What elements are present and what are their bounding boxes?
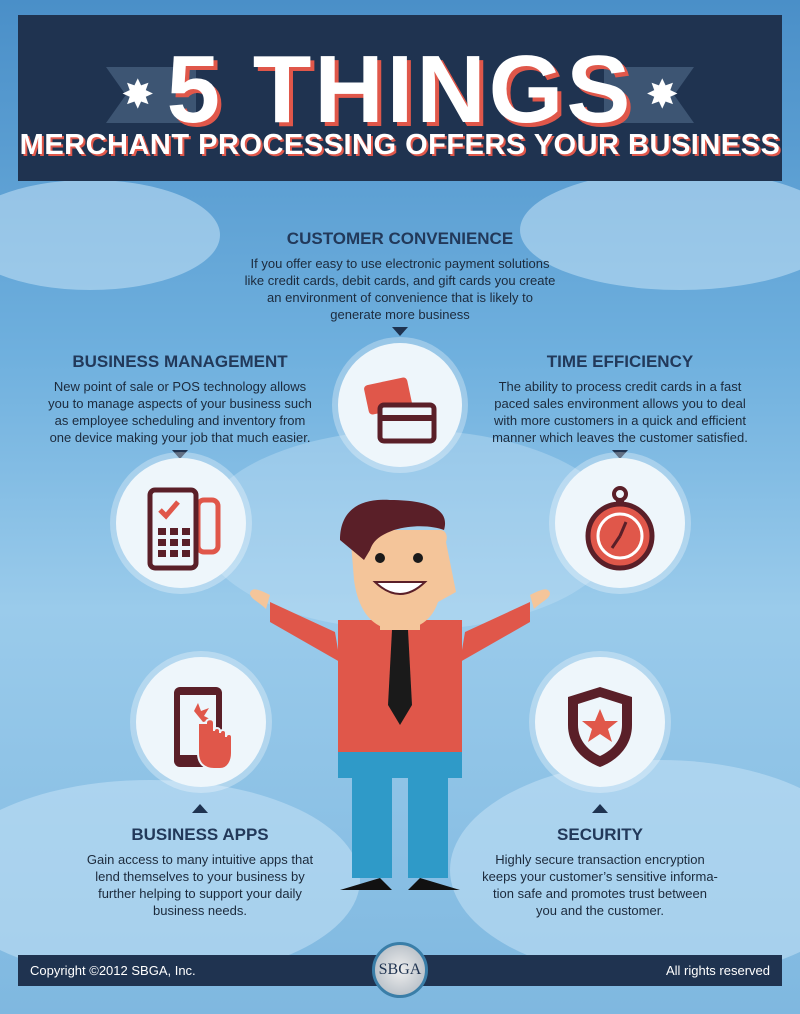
section-text: you to manage aspects of your business s… <box>48 396 312 411</box>
section-text: with more customers in a quick and effic… <box>494 413 746 428</box>
arrow-up-icon <box>592 804 608 813</box>
credit-card-icon <box>338 343 462 467</box>
arrow-down-icon <box>612 450 628 459</box>
section-text: tion safe and promotes trust between <box>493 886 707 901</box>
section-text: keeps your customer’s sensitive informa- <box>482 869 718 884</box>
section-text: an environment of convenience that is li… <box>267 290 533 305</box>
page-title: 5 THINGS <box>166 36 634 143</box>
page-subtitle: MERCHANT PROCESSING OFFERS YOUR BUSINESS <box>19 129 781 161</box>
section-text: New point of sale or POS technology allo… <box>53 379 307 394</box>
sbga-seal-logo: SBGA <box>372 942 428 998</box>
section-business-apps: BUSINESS APPS Gain access to many intuit… <box>40 825 360 919</box>
section-heading: SECURITY <box>557 825 643 844</box>
section-heading: CUSTOMER CONVENIENCE <box>286 229 514 248</box>
pos-terminal-icon <box>116 458 246 588</box>
section-customer-convenience: CUSTOMER CONVENIENCE If you offer easy t… <box>200 229 600 323</box>
section-text: The ability to process credit cards in a… <box>498 379 742 394</box>
section-text: one device making your job that much eas… <box>49 430 311 445</box>
section-text: lend themselves to your business by <box>95 869 305 884</box>
arrow-down-icon <box>392 327 408 336</box>
section-time-efficiency: TIME EFFICIENCY The ability to process c… <box>460 352 780 446</box>
section-text: Gain access to many intuitive apps that <box>86 852 314 867</box>
section-business-management: BUSINESS MANAGEMENT New point of sale or… <box>20 352 340 446</box>
section-text: as employee scheduling and inventory fro… <box>54 413 306 428</box>
star-icon: ✸ <box>645 73 679 117</box>
stopwatch-icon <box>555 458 685 588</box>
section-heading: TIME EFFICIENCY <box>546 352 694 371</box>
section-text: paced sales environment allows you to de… <box>494 396 746 411</box>
section-heading: BUSINESS MANAGEMENT <box>72 352 288 371</box>
copyright-text: Copyright ©2012 SBGA, Inc. <box>30 963 196 978</box>
section-text: business needs. <box>153 903 247 918</box>
arrow-down-icon <box>172 450 188 459</box>
section-security: SECURITY Highly secure transaction encry… <box>440 825 760 919</box>
section-text: manner which leaves the customer satisfi… <box>492 430 748 445</box>
shield-star-icon <box>535 657 665 787</box>
arrow-up-icon <box>192 804 208 813</box>
rights-text: All rights reserved <box>665 963 770 978</box>
star-icon: ✸ <box>121 73 155 117</box>
section-text: If you offer easy to use electronic paym… <box>250 256 550 271</box>
section-text: generate more business <box>330 307 470 322</box>
seal-text: SBGA <box>378 961 422 978</box>
businessman-illustration <box>250 499 550 890</box>
section-text: like credit cards, debit cards, and gift… <box>244 273 556 288</box>
section-text: further helping to support your daily <box>98 886 302 901</box>
section-heading: BUSINESS APPS <box>131 825 269 844</box>
section-text: Highly secure transaction encryption <box>495 852 705 867</box>
smartphone-tap-icon <box>136 657 266 787</box>
header-banner: ✸ ✸ 5 THINGS MERCHANT PROCESSING OFFERS … <box>18 15 782 181</box>
section-text: you and the customer. <box>536 903 664 918</box>
